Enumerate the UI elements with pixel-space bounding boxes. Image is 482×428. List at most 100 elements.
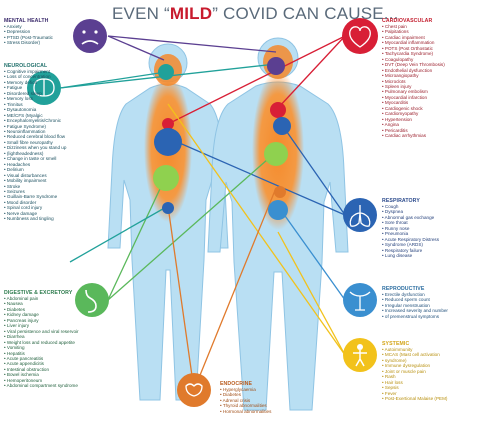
reproductive-section: REPRODUCTIVE Erectile dysfunctionReduced… (382, 286, 448, 319)
list-item: Rash (382, 374, 447, 379)
list-item: Joint or muscle pain (382, 369, 447, 374)
list-item: Pulmonary embolism (382, 89, 445, 94)
list-item: Pneumonia (382, 231, 439, 236)
reproductive-marker (268, 200, 288, 220)
endocrine-list: HyperglycaemiaDiabetesAdrenal crisisThyr… (220, 387, 272, 414)
cardiovascular-list: Chest painPalpitationsCardiac impairment… (382, 24, 445, 139)
systemic-list: AutoimmunityMCAS (Mast cell activationsy… (382, 347, 448, 402)
list-item: Numbness and tingling (4, 216, 66, 221)
list-item: Microclots (382, 79, 445, 84)
list-item: Microangiopathy (382, 73, 445, 78)
list-item: Erectile dysfunction (382, 292, 448, 297)
list-item: Loss of concentration (4, 74, 66, 79)
section-heading: REPRODUCTIVE (382, 286, 425, 292)
list-item: Abdominal compartment syndrome (4, 383, 79, 388)
list-item: ME/CFS (Myalgic (4, 113, 66, 118)
list-item: Reduced sperm count (382, 297, 448, 302)
list-item: Depression (4, 29, 53, 34)
list-item: Thyroid abnormalities (220, 403, 271, 408)
title-prefix: EVEN “ (112, 4, 170, 23)
neurological-section: NEUROLOGICAL Cognitive impairmentLoss of… (4, 63, 66, 222)
list-item: Hepatitis (4, 351, 79, 356)
section-heading: NEUROLOGICAL (4, 63, 48, 69)
list-item: Post-Exertional Malaise (PEM) (382, 396, 448, 401)
list-item: Lung disease (382, 253, 439, 258)
digestive-list: Abdominal painNauseaDiabetesKidney damag… (4, 296, 79, 389)
list-item: Pericarditis (382, 128, 445, 133)
list-item: Disordered sleep (4, 91, 66, 96)
list-item: Pancreas injury (4, 318, 79, 323)
list-item: Small fibre neuropathy (4, 140, 66, 145)
list-item: Spinal cord injury (4, 205, 66, 210)
list-item: Abdominal pain (4, 296, 79, 301)
section-heading: CARDIOVASCULAR (382, 18, 433, 24)
list-item: Hemoperitoneum (4, 378, 79, 383)
list-item: Dizziness when you stand up (4, 145, 67, 150)
list-item: of premenstrual symptoms (382, 314, 448, 319)
list-item: Irregular menstruation (382, 303, 448, 308)
uterus-icon (343, 283, 377, 317)
list-item: Cognitive impairment (4, 69, 66, 74)
list-item: Cardiogenic shock (382, 106, 445, 111)
section-heading: MENTAL HEALTH (4, 18, 49, 24)
list-item: Myocardial infarction (382, 95, 445, 100)
list-item: Abnormal gas exchange (382, 215, 439, 220)
list-item: Delirium (4, 167, 66, 172)
list-item: Seizures (4, 189, 66, 194)
list-item: Fatigue (4, 85, 66, 90)
list-item: Diarrhea (4, 334, 79, 339)
list-item: Cardiomyopathy (382, 111, 445, 116)
list-item: Syndrome (ARDS) (382, 242, 439, 247)
list-item: Immune dysregulation (382, 363, 447, 368)
respiratory-list: CoughDyspneaAbnormal gas exchangeSore th… (382, 204, 439, 259)
digestive-section: DIGESTIVE & EXCRETORY Abdominal painNaus… (4, 290, 79, 389)
list-item: Nerve damage (4, 211, 66, 216)
page-title: EVEN “MILD” COVID CAN CAUSE... (112, 4, 398, 24)
list-item: Headaches (4, 162, 66, 167)
list-item: Vomiting (4, 345, 79, 350)
list-item: Neuroinflammation (4, 129, 66, 134)
neurological-list: Cognitive impairmentLoss of concentratio… (4, 69, 67, 222)
kidney-marker (162, 202, 174, 214)
title-emphasis: MILD (169, 4, 213, 23)
list-item: Hormonal abnormalities (220, 409, 272, 414)
list-item: Weight loss and reduced appetite (4, 340, 79, 345)
list-item: Visual disturbances (4, 173, 66, 178)
stomach-icon (75, 283, 109, 317)
list-item: Tachycardia Syndrome) (382, 51, 445, 56)
list-item: Encephalomyelitis/Chronic (4, 118, 66, 123)
list-item: MCAS (Mast cell activation (382, 352, 447, 357)
list-item: Fever (382, 391, 447, 396)
list-item: Diabetes (4, 307, 79, 312)
respiratory-section: RESPIRATORY CoughDyspneaAbnormal gas exc… (382, 198, 439, 259)
list-item: Mood disorder (4, 200, 66, 205)
systemic-section: SYSTEMIC AutoimmunityMCAS (Mast cell act… (382, 341, 447, 402)
sad-face-icon (73, 19, 107, 53)
list-item: Stroke (4, 184, 66, 189)
list-item: Memory loss (4, 96, 66, 101)
liver-marker (264, 142, 288, 166)
list-item: Mobility impairment (4, 178, 66, 183)
list-item: Autoimmunity (382, 347, 447, 352)
list-item: Increased severity and number (382, 308, 448, 313)
list-item: Respiratory failure (382, 248, 439, 253)
list-item: Endothelial dysfunction (382, 68, 445, 73)
list-item: DVT (Deep Vein Thrombosis) (382, 62, 445, 67)
thyroid-icon (177, 373, 211, 407)
list-item: Tinnitus (4, 102, 66, 107)
list-item: Cardiac impairment (382, 35, 445, 40)
list-item: Runny nose (382, 226, 439, 231)
list-item: (lightheadedness) (4, 151, 66, 156)
head-marker (267, 57, 285, 75)
list-item: Spleen injury (382, 84, 445, 89)
list-item: Sepsis (382, 385, 447, 390)
list-item: Bowel ischemia (4, 372, 79, 377)
list-item: Cough (382, 204, 439, 209)
section-heading: ENDOCRINE (220, 381, 253, 387)
list-item: Nausea (4, 301, 79, 306)
list-item: Dyspnea (382, 209, 439, 214)
mental-health-list: AnxietyDepressionPTSD (Post-TraumaticStr… (4, 24, 53, 46)
list-item: Intestinal obstruction (4, 367, 79, 372)
